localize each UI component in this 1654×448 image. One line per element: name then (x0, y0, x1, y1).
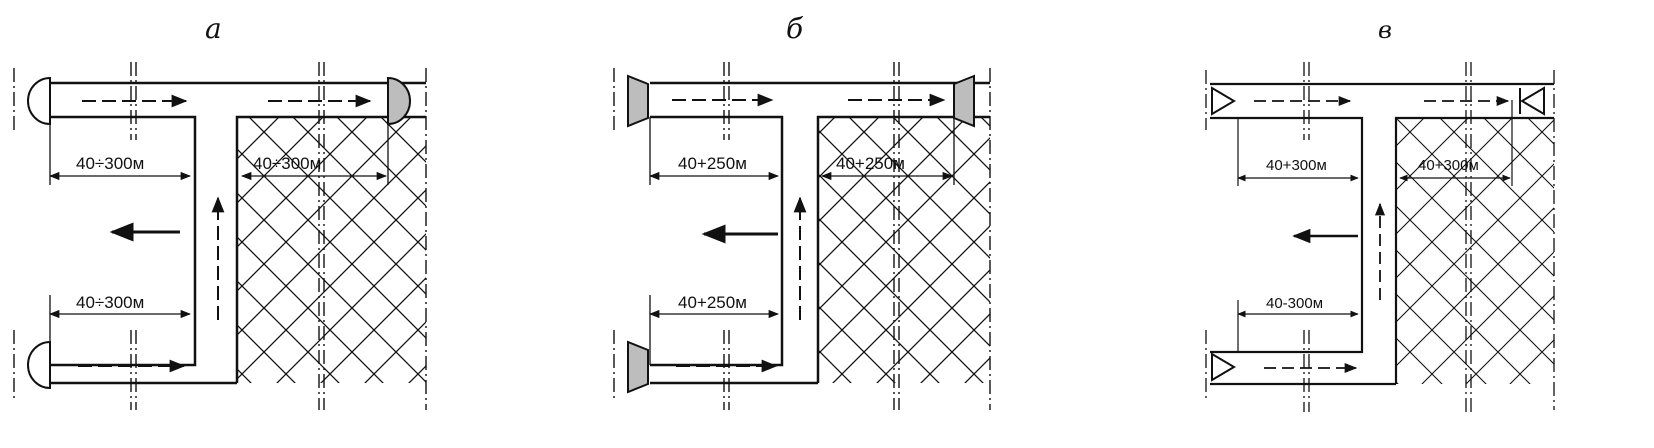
panel-a: а (0, 0, 440, 448)
boundary-lines (1205, 62, 1555, 412)
road-layout-diagram (13, 62, 427, 410)
panel-c: в (1190, 0, 1590, 448)
hatched-zone (1396, 118, 1554, 384)
light-markers (26, 76, 412, 390)
light-markers (627, 74, 975, 394)
light-markers (1211, 86, 1545, 382)
dimension-label-upper-left: 40÷300м (76, 154, 145, 173)
boundary-lines (13, 62, 427, 410)
panel-letter: б (786, 12, 804, 45)
road-outline (650, 81, 990, 385)
dimension-label-upper-left: 40+300м (1266, 157, 1327, 174)
traffic-arrows (672, 93, 946, 373)
road-layout-diagram (1205, 62, 1555, 412)
traffic-arrows (1254, 95, 1510, 374)
dimension-label-lower-left: 40-300м (1266, 295, 1324, 312)
dimension-label-upper-right: 40+250м (836, 154, 905, 173)
road-layout-diagram (613, 62, 991, 410)
panel-b: б (600, 0, 1000, 448)
road-outline (1210, 82, 1554, 386)
hatched-zone (237, 117, 426, 383)
panel-letter: а (205, 12, 222, 45)
dimension-label-lower-left: 40÷300м (76, 293, 145, 312)
dimension-label-upper-left: 40+250м (678, 154, 747, 173)
dimension-label-upper-right: 40+300м (1418, 157, 1479, 174)
road-outline (50, 81, 426, 385)
dimension-lines (1237, 100, 1513, 352)
dimension-label-lower-left: 40+250м (678, 293, 747, 312)
dimension-label-upper-right: 40÷300м (253, 154, 322, 173)
hatched-zone (818, 117, 990, 383)
boundary-lines (613, 62, 991, 410)
panel-letter: в (1378, 16, 1392, 44)
traffic-arrows (78, 94, 372, 373)
